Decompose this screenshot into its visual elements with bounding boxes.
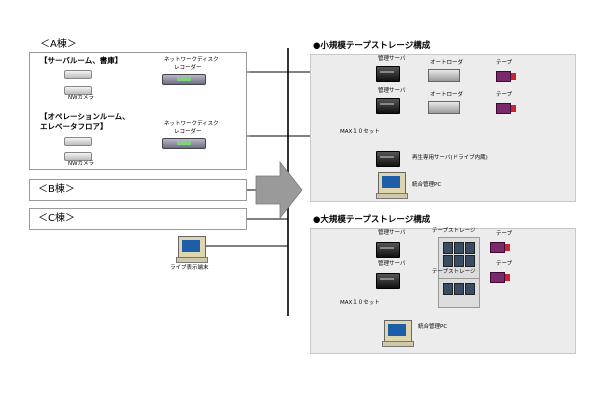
- camera-icon: [64, 70, 92, 79]
- server-icon: [376, 273, 400, 289]
- group2-camera-label: NWカメラ: [68, 161, 95, 167]
- group2-title-2: エレベータフロア】: [40, 122, 108, 131]
- group2-title-1: 【オペレーションルーム、: [40, 112, 130, 121]
- pc-base-icon: [176, 257, 208, 263]
- building-c-title: ＜C棟＞: [38, 213, 75, 224]
- large-storage-title: ●大規模テープストレージ構成: [313, 215, 431, 225]
- monitor-icon: [378, 172, 406, 194]
- large-tape-storage-label: テープストレージ: [432, 269, 476, 275]
- large-max-label: MAX１０セット: [340, 300, 380, 306]
- disk-recorder-icon: [162, 138, 206, 149]
- small-max-label: MAX１０セット: [340, 129, 380, 135]
- small-autoloader-label: オートローダ: [430, 92, 464, 98]
- disk-recorder-icon: [162, 74, 206, 85]
- server-icon: [376, 98, 400, 114]
- large-integrated-pc-label: 統合管理PC: [418, 324, 448, 330]
- building-c-box: [29, 208, 247, 230]
- autoloader-icon: [428, 101, 460, 114]
- server-icon: [376, 242, 400, 258]
- building-b-title: ＜B棟＞: [38, 184, 75, 195]
- camera-icon: [64, 152, 92, 161]
- playback-server-label: 再生専用サーバ(ドライブ内蔵): [412, 155, 488, 161]
- autoloader-icon: [428, 69, 460, 82]
- server-icon: [376, 66, 400, 82]
- group2-recorder-label-2: レコーダー: [174, 129, 202, 135]
- tape-icon: [496, 71, 516, 82]
- tape-icon: [490, 242, 510, 253]
- large-server-label: 管理サーバ: [378, 261, 406, 267]
- pc-base-icon: [382, 341, 414, 347]
- building-a-box: [29, 52, 247, 170]
- group2-recorder-label-1: ネットワークディスク: [164, 121, 219, 127]
- small-tape-label: テープ: [496, 92, 513, 98]
- group1-title: 【サーバルーム、書庫】: [40, 56, 123, 65]
- large-tape-label: テープ: [496, 231, 513, 237]
- large-tape-label: テープ: [496, 261, 513, 267]
- small-integrated-pc-label: 統合管理PC: [412, 182, 442, 188]
- large-tape-storage-label: テープストレージ: [432, 228, 476, 234]
- small-server-label: 管理サーバ: [378, 88, 406, 94]
- camera-icon: [64, 86, 92, 95]
- group1-camera-label: NWカメラ: [68, 95, 95, 101]
- tape-icon: [496, 103, 516, 114]
- tape-icon: [490, 272, 510, 283]
- small-autoloader-label: オートローダ: [430, 60, 464, 66]
- live-terminal-label: ライブ表示端末: [170, 265, 209, 271]
- group1-recorder-label-1: ネットワークディスク: [164, 57, 219, 63]
- server-icon: [376, 151, 400, 167]
- small-storage-title: ●小規模テープストレージ構成: [313, 41, 431, 51]
- group1-recorder-label-2: レコーダー: [174, 65, 202, 71]
- monitor-icon: [178, 236, 206, 258]
- small-server-label: 管理サーバ: [378, 56, 406, 62]
- monitor-icon: [384, 320, 412, 342]
- large-server-label: 管理サーバ: [378, 230, 406, 236]
- building-b-box: [29, 179, 247, 201]
- tape-storage-icon: [438, 278, 480, 308]
- building-a-title: ＜A棟＞: [40, 39, 77, 50]
- small-tape-label: テープ: [496, 60, 513, 66]
- camera-icon: [64, 137, 92, 146]
- pc-base-icon: [376, 193, 408, 199]
